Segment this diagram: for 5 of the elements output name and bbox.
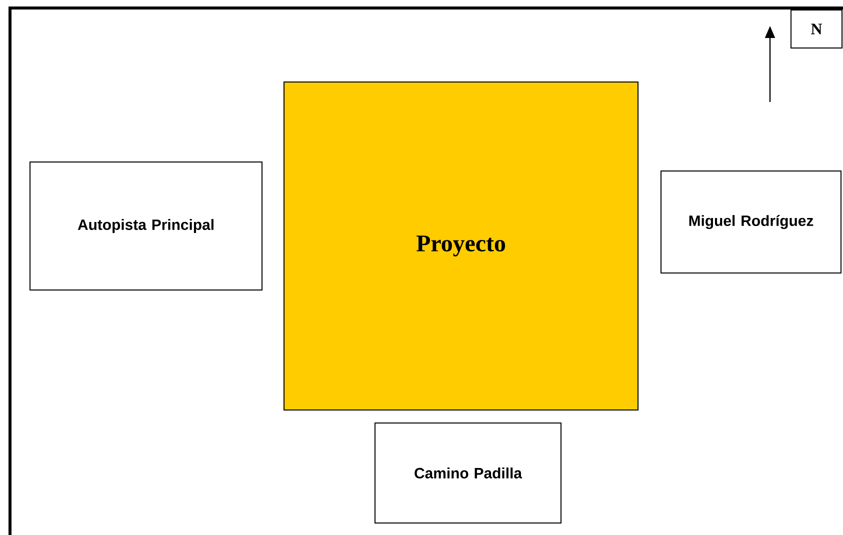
- project-block: Proyecto: [284, 82, 638, 410]
- north-label-box: N: [790, 10, 842, 48]
- road-box: Autopista Principal: [30, 162, 262, 290]
- road-box: Miguel Rodríguez: [660, 170, 842, 274]
- road-box: Camino Padilla: [374, 422, 562, 524]
